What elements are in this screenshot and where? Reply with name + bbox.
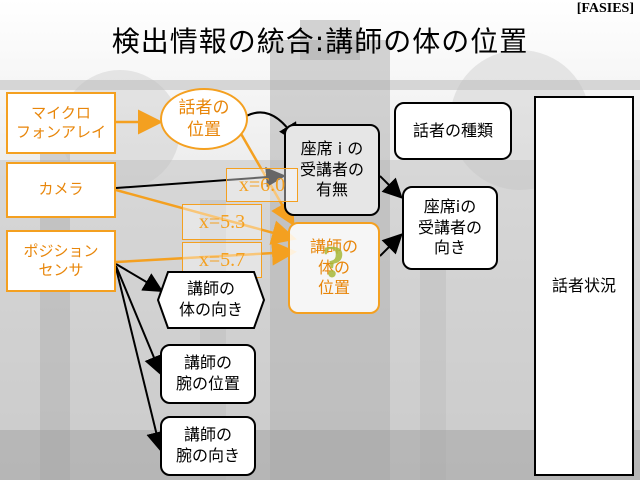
sensor-position: ポジションセンサ <box>6 230 116 292</box>
unknown-question-mark: ? <box>322 236 345 287</box>
slide-title: 検出情報の統合:講師の体の位置 <box>111 25 529 58</box>
slide-tag: [FASIES] <box>576 1 634 16</box>
node-lecturer-body-position: 講師の体の位置 <box>288 222 380 314</box>
node-lecturer-body-direction-shape <box>156 271 266 329</box>
sensor-camera: カメラ <box>6 162 116 218</box>
estimate-microphone: x=5.3 <box>182 204 262 240</box>
estimate-camera: x=6.0 <box>226 168 298 202</box>
node-lecturer-body-direction: 講師の体の向き <box>178 279 243 319</box>
node-speaker-position: 話者の位置 <box>160 88 248 150</box>
node-seat-direction: 座席iの受講者の向き <box>402 186 498 270</box>
node-lecturer-arm-direction: 講師の腕の向き <box>160 416 256 476</box>
node-speaker-type: 話者の種類 <box>394 102 512 160</box>
sensor-microphone-array: マイクロフォンアレイ <box>6 92 116 154</box>
node-seat-presence: 座席 i の受講者の有無 <box>284 124 380 216</box>
node-speaker-status: 話者状況 <box>534 96 634 476</box>
node-lecturer-arm-position: 講師の腕の位置 <box>160 344 256 404</box>
